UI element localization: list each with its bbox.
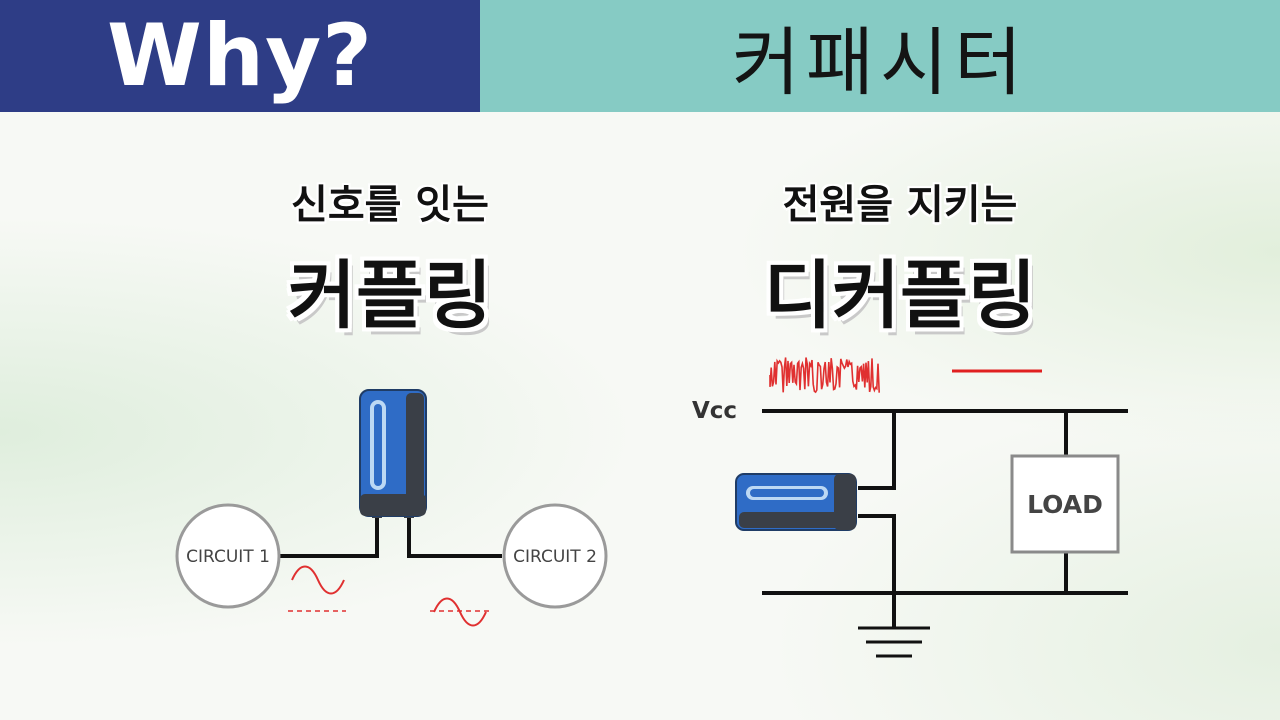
load-label: LOAD bbox=[1027, 490, 1103, 519]
circuit1-label: CIRCUIT 1 bbox=[186, 547, 270, 567]
banner-topic-text: 커패시터 bbox=[731, 19, 1029, 106]
circuit2-label: CIRCUIT 2 bbox=[513, 547, 597, 567]
circuit2-circle bbox=[502, 503, 608, 609]
noise-signal bbox=[769, 357, 880, 394]
capacitor-icon bbox=[359, 389, 427, 518]
banner-why-text: Why? bbox=[106, 6, 374, 106]
coupling-title: 커플링 bbox=[287, 253, 493, 339]
coupling-output-wave bbox=[433, 597, 487, 627]
banner-why: Why? bbox=[0, 0, 480, 112]
coupling-diagram: CIRCUIT 1 CIRCUIT 2 bbox=[175, 389, 608, 627]
decoupling-subtitle: 전원을 지키는 bbox=[782, 182, 1018, 228]
ground-icon bbox=[858, 626, 930, 658]
banner-topic: 커패시터 bbox=[480, 0, 1280, 112]
load-box bbox=[1010, 454, 1120, 554]
decoupling-title: 디커플링 bbox=[763, 253, 1037, 339]
capacitor-icon bbox=[735, 473, 857, 531]
coupling-heading: 신호를 잇는 커플링 bbox=[190, 172, 590, 343]
decoupling-heading: 전원을 지키는 디커플링 bbox=[690, 172, 1110, 343]
circuit1-circle bbox=[175, 503, 281, 609]
decoupling-diagram: Vcc LOAD bbox=[692, 357, 1128, 658]
coupling-wire-right bbox=[407, 512, 502, 558]
coupling-wire-left bbox=[280, 512, 379, 558]
coupling-subtitle: 신호를 잇는 bbox=[291, 182, 489, 228]
coupling-input-wave bbox=[291, 565, 345, 595]
vcc-label: Vcc bbox=[692, 398, 737, 424]
